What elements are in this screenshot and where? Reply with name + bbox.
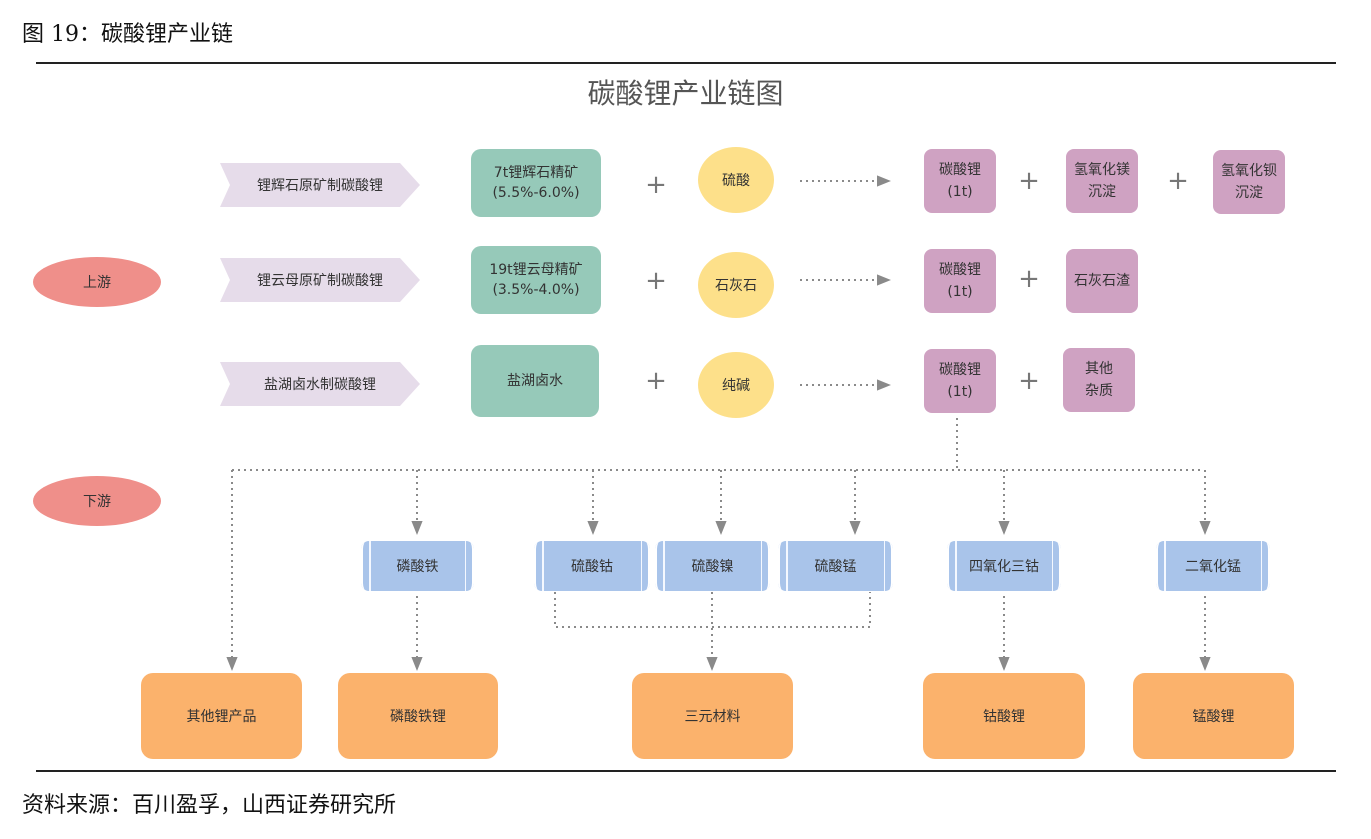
product-lithium-carbonate: 碳酸锂 (1t) — [924, 349, 996, 413]
intermediate-nickel-sulfate: 硫酸镍 — [655, 541, 770, 591]
stage-upstream: 上游 — [33, 257, 161, 307]
intermediate-manganese-dioxide: 二氧化锰 — [1156, 541, 1270, 591]
product-line-2: (1t) — [947, 184, 973, 200]
sulfate-merge — [554, 592, 871, 628]
intermediate-cobalt-tetroxide: 四氧化三钴 — [947, 541, 1061, 591]
final-other-lithium-products: 其他锂产品 — [141, 673, 302, 759]
raw-line-1: 19t锂云母精矿 — [489, 262, 583, 278]
plus-icon: + — [1018, 366, 1040, 396]
byproduct-magnesium-hydroxide: 氢氧化镁沉淀 — [1066, 149, 1138, 213]
top-rule — [36, 62, 1336, 64]
raw-salt-lake-brine: 盐湖卤水 — [471, 345, 599, 417]
bottom-rule — [36, 770, 1336, 772]
intermediate-manganese-sulfate: 硫酸锰 — [778, 541, 893, 591]
product-line-2: (1t) — [947, 284, 973, 300]
final-ternary-materials: 三元材料 — [632, 673, 793, 759]
product-line-2: 沉淀 — [1235, 185, 1263, 201]
process-brine: 盐湖卤水制碳酸锂 — [220, 362, 420, 406]
product-lithium-carbonate: 碳酸锂 (1t) — [924, 249, 996, 313]
raw-lepidolite-concentrate: 19t锂云母精矿 (3.5%-4.0%) — [471, 246, 601, 314]
product-lithium-carbonate: 碳酸锂 (1t) — [924, 149, 996, 213]
final-lithium-cobalt-oxide: 钴酸锂 — [923, 673, 1085, 759]
product-line-2: 沉淀 — [1088, 184, 1116, 200]
product-line-1: 氢氧化镁 — [1074, 162, 1130, 178]
process-spodumene: 锂辉石原矿制碳酸锂 — [220, 163, 420, 207]
product-line-1: 碳酸锂 — [939, 162, 981, 178]
raw-line-2: (3.5%-4.0%) — [492, 282, 580, 298]
final-lithium-iron-phosphate: 磷酸铁锂 — [338, 673, 498, 759]
product-line-2: 杂质 — [1085, 383, 1113, 399]
intermediate-cobalt-sulfate: 硫酸钴 — [534, 541, 650, 591]
intermediate-iron-phosphate: 磷酸铁 — [361, 541, 474, 591]
plus-icon: + — [645, 366, 667, 396]
reagent-sulfuric-acid: 硫酸 — [698, 147, 774, 213]
raw-line-1: 7t锂辉石精矿 — [493, 165, 579, 181]
plus-icon: + — [645, 170, 667, 200]
stage-downstream: 下游 — [33, 476, 161, 526]
product-line-1: 碳酸锂 — [939, 262, 981, 278]
plus-icon: + — [1018, 264, 1040, 294]
product-line-1: 其他 — [1085, 361, 1113, 377]
reagent-soda-ash: 纯碱 — [698, 352, 774, 418]
plus-icon: + — [645, 266, 667, 296]
reagent-limestone: 石灰石 — [698, 252, 774, 318]
product-line-1: 氢氧化钡 — [1221, 163, 1277, 179]
final-lithium-manganese-oxide: 锰酸锂 — [1133, 673, 1294, 759]
product-line-2: (1t) — [947, 384, 973, 400]
product-line-1: 碳酸锂 — [939, 362, 981, 378]
byproduct-other-impurities: 其他杂质 — [1063, 348, 1135, 412]
figure-caption: 图 19：碳酸锂产业链 — [22, 22, 233, 47]
source-note: 资料来源：百川盈孚，山西证券研究所 — [22, 793, 397, 818]
raw-line-2: (5.5%-6.0%) — [492, 185, 580, 201]
byproduct-barium-hydroxide: 氢氧化钡沉淀 — [1213, 150, 1285, 214]
raw-spodumene-concentrate: 7t锂辉石精矿 (5.5%-6.0%) — [471, 149, 601, 217]
diagram-title: 碳酸锂产业链图 — [587, 77, 784, 110]
plus-icon: + — [1018, 166, 1040, 196]
process-lepidolite: 锂云母原矿制碳酸锂 — [220, 258, 420, 302]
plus-icon: + — [1167, 166, 1189, 196]
byproduct-limestone-slag: 石灰石渣 — [1066, 249, 1138, 313]
